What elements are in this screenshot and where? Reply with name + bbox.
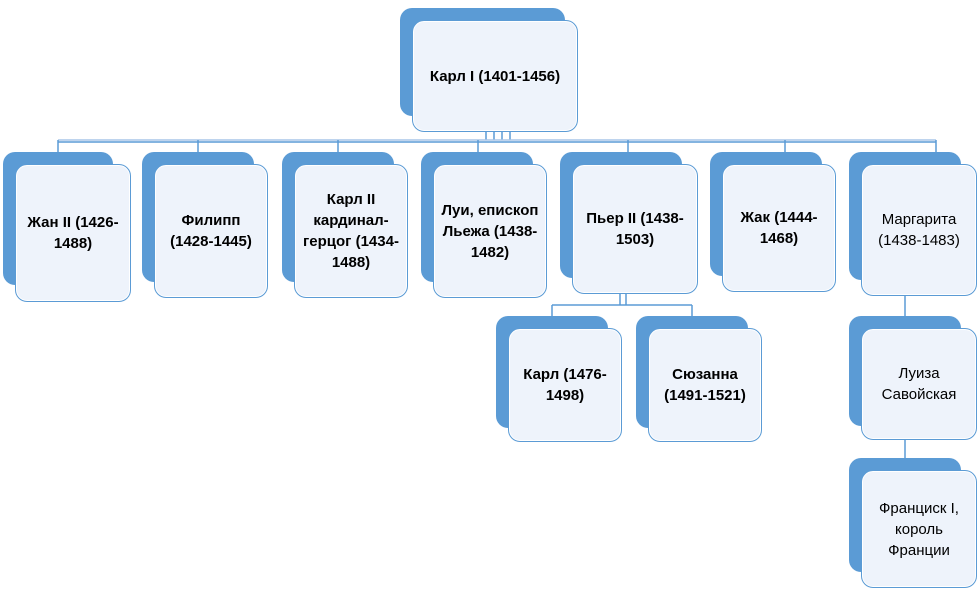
node-francis-label: Франциск I, король Франции: [861, 470, 977, 588]
node-marguerite-label: Маргарита (1438-1483): [861, 164, 977, 296]
node-philippe-label: Филипп (1428-1445): [154, 164, 268, 298]
node-jean-label: Жан II (1426-1488): [15, 164, 131, 302]
node-suzanne-label: Сюзанна (1491-1521): [648, 328, 762, 442]
node-karl-label: Карл (1476-1498): [508, 328, 622, 442]
node-pierre-label: Пьер II (1438-1503): [572, 164, 698, 294]
node-jacques-label: Жак (1444-1468): [722, 164, 836, 292]
node-root-label: Карл I (1401-1456): [412, 20, 578, 132]
node-louise-label: Луиза Савойская: [861, 328, 977, 440]
node-charles-label: Карл II кардинал-герцог (1434-1488): [294, 164, 408, 298]
node-louis-label: Луи, епископ Льежа (1438-1482): [433, 164, 547, 298]
